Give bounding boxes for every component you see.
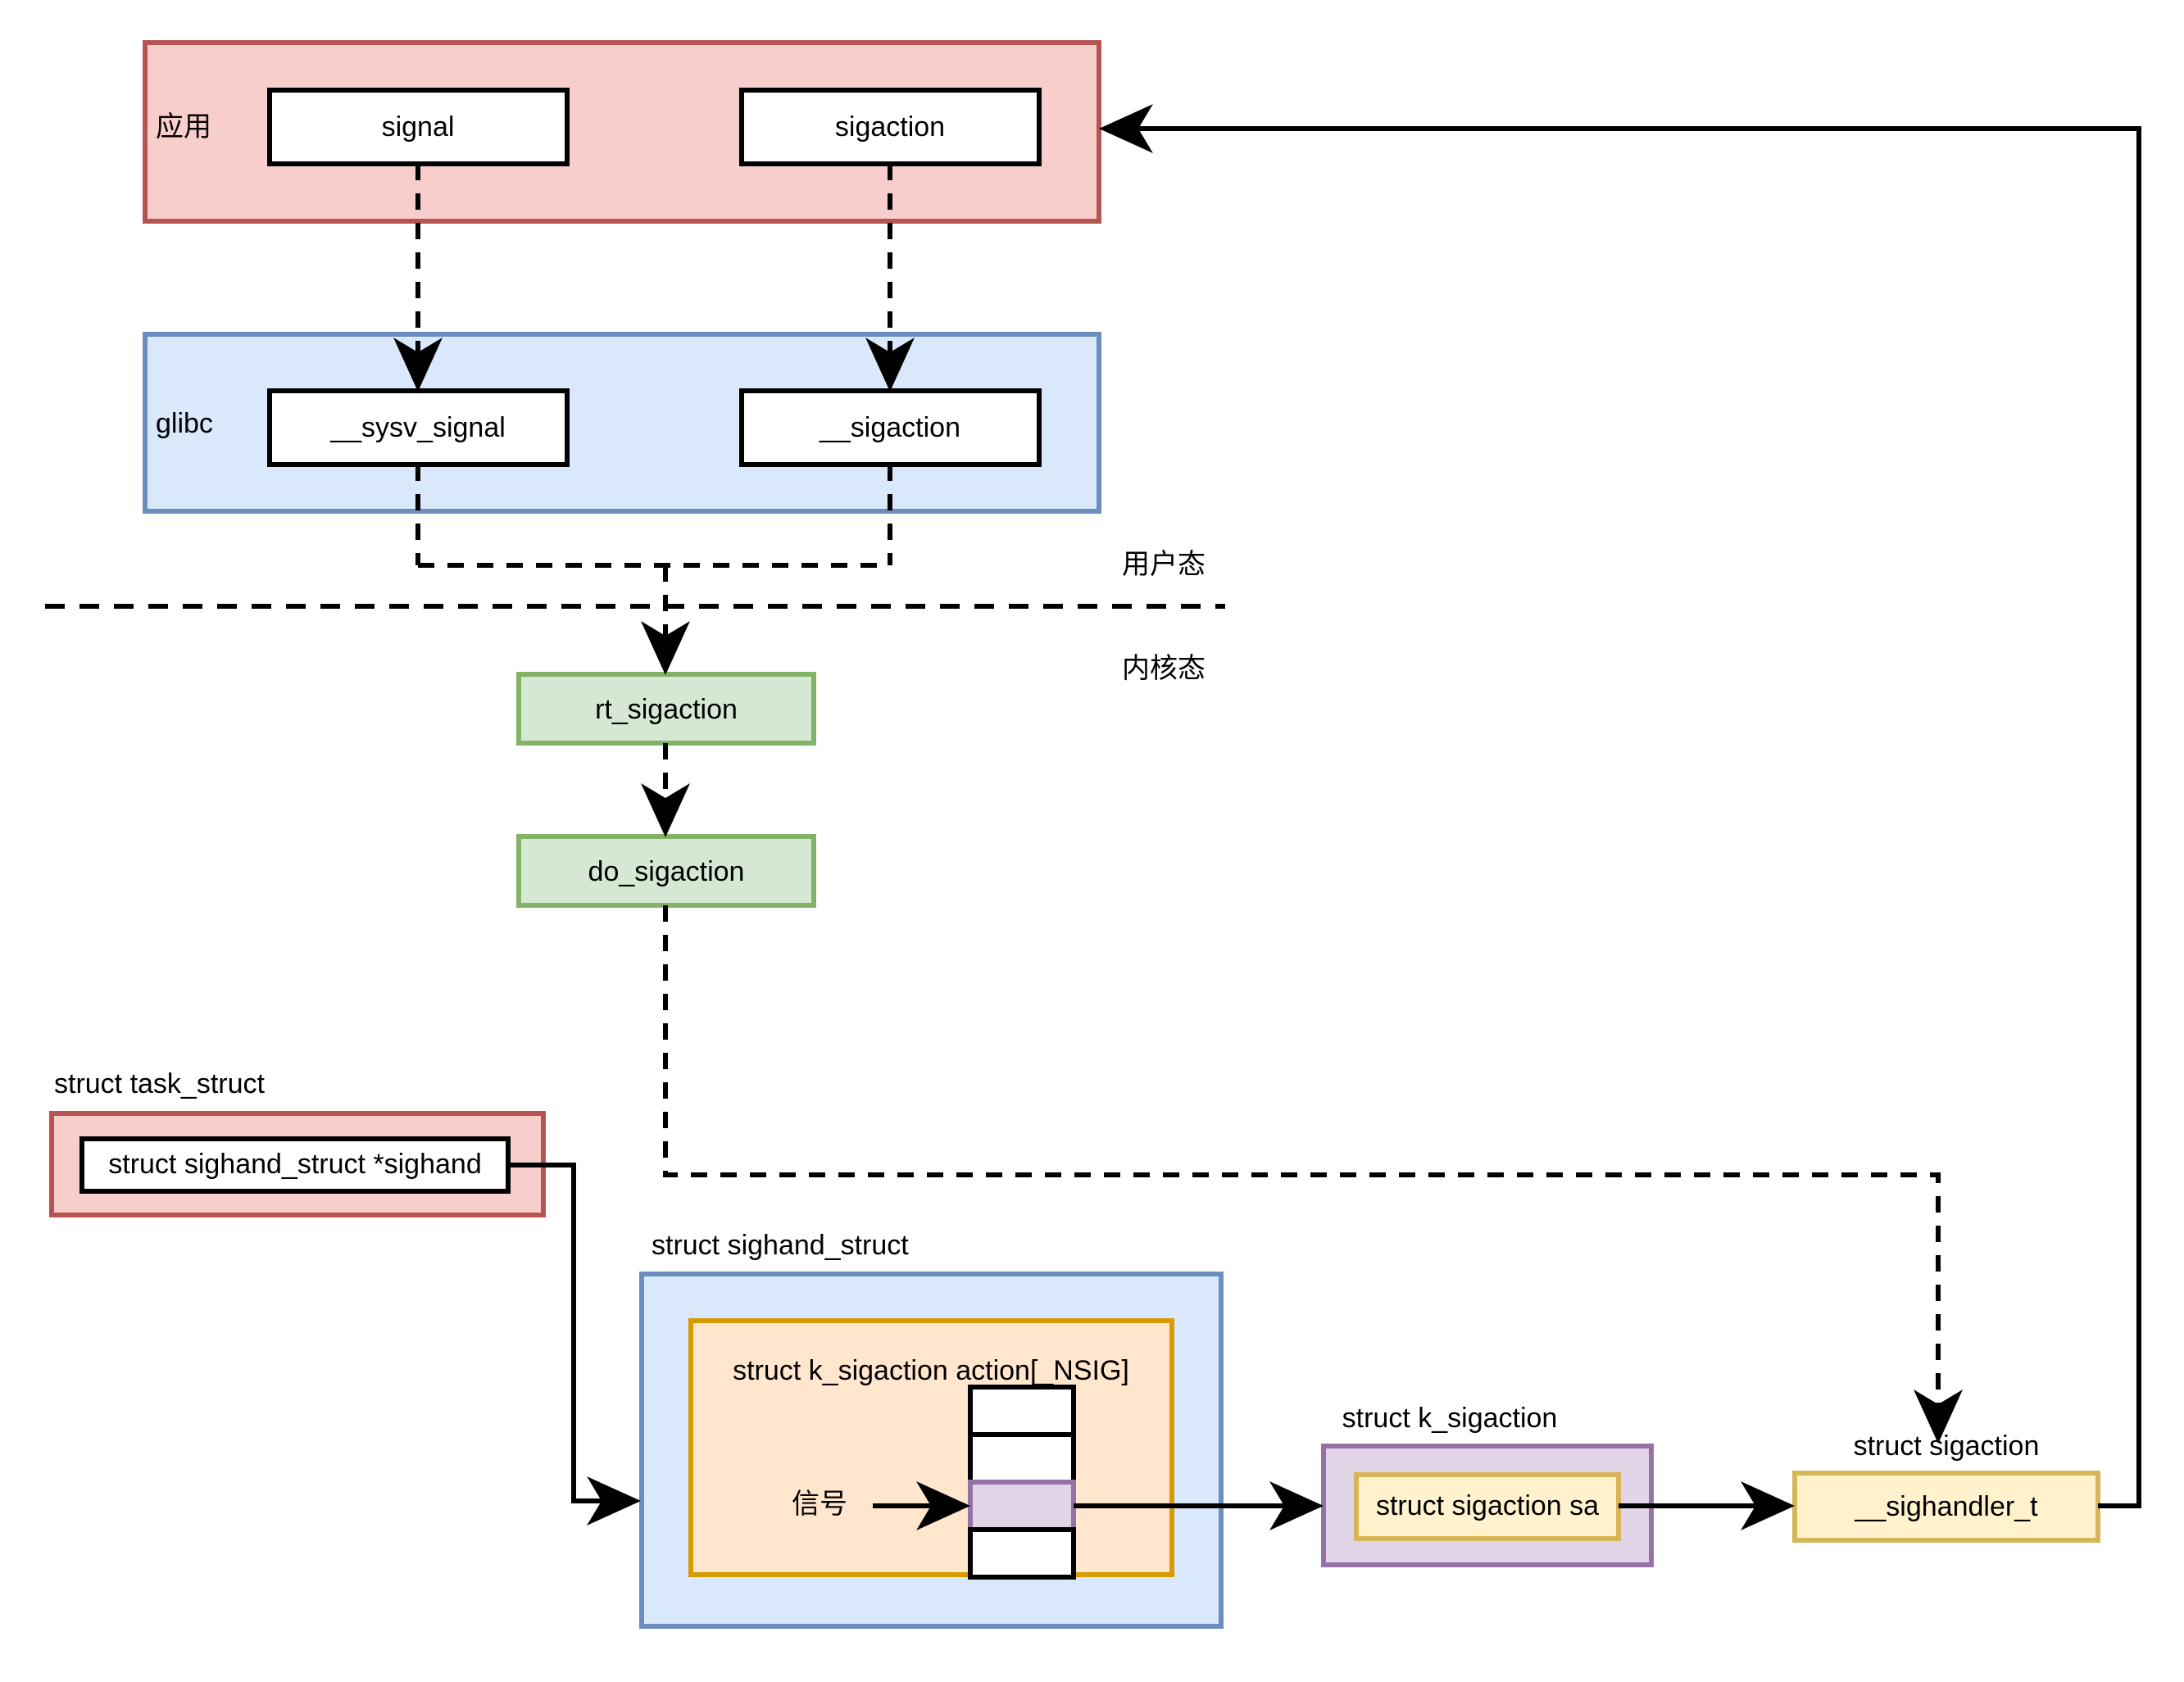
glibc-sigaction-node-box[interactable] [739,388,1042,467]
user-mode-label: 用户态 [1122,549,1206,580]
glibc-sigaction-node-label: __sigaction [819,412,960,443]
glibc-zone-label: glibc [156,408,213,439]
sigaction-node-label: sigaction [835,111,945,143]
action-array-label: struct k_sigaction action[_NSIG] [733,1355,1129,1386]
sigaction-struct-caption: struct sigaction [1854,1430,2040,1462]
signal-index-label: 信号 [792,1489,847,1520]
kernel-mode-label: 内核态 [1122,653,1206,684]
do-sigaction-node-label: do_sigaction [588,856,745,887]
action-array-cell-0[interactable] [968,1385,1076,1437]
app-zone-label: 应用 [156,111,211,143]
sighand-field-label: struct sighand_struct *sighand [108,1149,481,1180]
k-sigaction-caption: struct k_sigaction [1342,1403,1558,1434]
action-array-cell-3[interactable] [968,1527,1076,1580]
edge-sighand-to-action-array [508,1163,641,1526]
signal-node-label: signal [382,111,455,143]
sighand-field-box[interactable] [79,1136,511,1194]
sa-field-label: struct sigaction sa [1376,1490,1599,1521]
sigaction-node-box[interactable] [739,88,1042,166]
action-array-box [688,1318,1174,1577]
sighandler-label: __sighandler_t [1854,1491,2038,1522]
action-array-cell-1[interactable] [968,1432,1076,1485]
action-array-cell-2[interactable] [968,1480,1076,1532]
sighand-struct-caption: struct sighand_struct [652,1230,909,1261]
edge-sighandler-to-app [1099,104,2141,1508]
task-struct-caption: struct task_struct [54,1068,266,1099]
rt-sigaction-node-label: rt_sigaction [595,694,738,725]
sysv-signal-node-label: __sysv_signal [329,412,506,443]
do-sigaction-node-box[interactable] [516,834,816,908]
sa-field-box[interactable] [1354,1472,1621,1541]
